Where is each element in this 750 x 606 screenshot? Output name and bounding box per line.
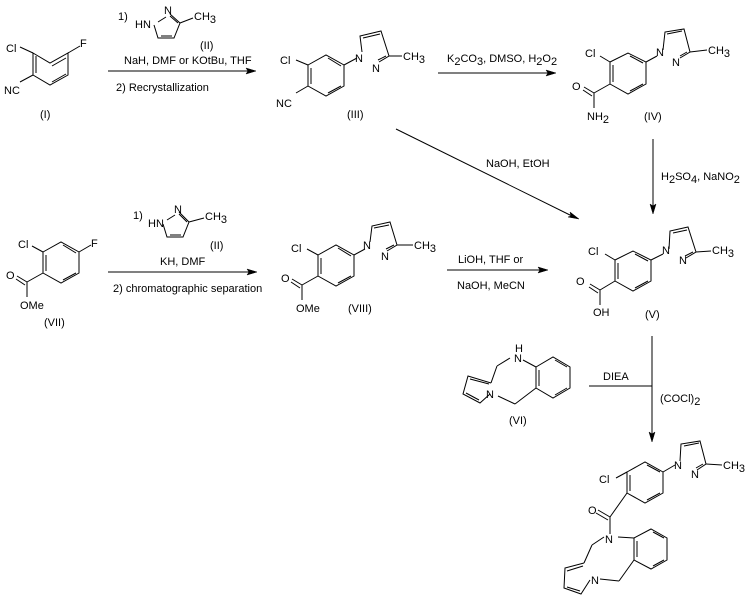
- atom-o: O: [576, 276, 585, 288]
- atom-cl: Cl: [18, 239, 28, 251]
- reaction-arrow-4: H2SO4, NaNO2: [649, 139, 740, 215]
- reaction-arrow-6: LiOH, THF or NaOH, MeCN: [447, 254, 549, 292]
- atom-f: F: [91, 238, 98, 250]
- atom-ome: OMe: [20, 300, 44, 312]
- step-2-label: 2) chromatographic separation: [113, 283, 262, 295]
- compound-V: Cl O OH N N CH3 (V): [576, 226, 734, 321]
- atom-o: O: [6, 270, 15, 282]
- atom-nc: NC: [4, 85, 20, 97]
- step-1-label: 1): [133, 210, 143, 222]
- atom-cl: Cl: [585, 48, 595, 60]
- compound-VI: N H N (VI): [462, 343, 571, 427]
- reaction-arrow-5: 1) HN N CH3 (II) KH, DMF 2) chromatograp…: [108, 204, 262, 295]
- atom-hn: HN: [148, 218, 164, 230]
- step-1-label: 1): [118, 11, 128, 23]
- atom-n: N: [164, 5, 172, 17]
- compound-product: Cl O N N N N CH3: [563, 440, 745, 595]
- atom-n2: N: [672, 57, 680, 69]
- atom-cl: Cl: [588, 246, 598, 258]
- atom-n2: N: [691, 469, 699, 481]
- reaction-conditions: KH, DMF: [160, 256, 206, 268]
- atom-o: O: [281, 273, 290, 285]
- reagent-diea: DIEA: [603, 371, 629, 383]
- compound-label: (VIII): [348, 303, 372, 315]
- compound-label: (IV): [644, 111, 662, 123]
- compound-IV: Cl O NH2 N N CH3 (IV): [572, 28, 730, 126]
- atom-oh: OH: [593, 307, 610, 319]
- atom-n-pyrrole: N: [591, 575, 599, 587]
- atom-n: N: [174, 204, 182, 216]
- reaction-conditions-line-2: NaOH, MeCN: [457, 280, 525, 292]
- reaction-conditions: NaH, DMF or KOtBu, THF: [124, 55, 252, 67]
- compound-III: Cl NC N N CH3 (III): [276, 30, 425, 121]
- reaction-conditions: K2CO3, DMSO, H2O2: [447, 53, 557, 68]
- atom-o: O: [572, 81, 581, 93]
- atom-n2: N: [679, 255, 687, 267]
- compound-II-bottom: HN N CH3 (II): [148, 204, 227, 252]
- atom-ch3: CH3: [723, 460, 745, 475]
- atom-nc: NC: [276, 98, 292, 110]
- atom-n1: N: [662, 245, 670, 257]
- atom-cl: Cl: [599, 474, 609, 486]
- compound-label: (VII): [44, 317, 65, 329]
- atom-nh2: NH2: [587, 111, 609, 126]
- atom-n1: N: [674, 460, 682, 472]
- atom-h: H: [515, 343, 523, 355]
- compound-label: (II): [200, 40, 213, 52]
- compound-label: (V): [645, 309, 660, 321]
- atom-cl: Cl: [280, 55, 290, 67]
- atom-n2: N: [381, 251, 389, 263]
- compound-label: (II): [210, 240, 223, 252]
- reaction-conditions-line-1: LiOH, THF or: [458, 254, 524, 266]
- atom-o: O: [588, 505, 597, 517]
- reaction-conditions: H2SO4, NaNO2: [661, 171, 740, 186]
- compound-VIII: Cl O OMe N N CH3 (VIII): [281, 221, 436, 315]
- atom-n1: N: [363, 240, 371, 252]
- reaction-conditions: NaOH, EtOH: [486, 158, 550, 170]
- benzene-ring: [32, 52, 69, 86]
- compound-label: (I): [40, 109, 50, 121]
- compound-label: (VI): [509, 415, 527, 427]
- atom-cl: Cl: [291, 243, 301, 255]
- atom-ch3: CH3: [194, 11, 216, 26]
- atom-hn: HN: [135, 19, 151, 31]
- reaction-arrow-2: K2CO3, DMSO, H2O2: [438, 53, 557, 77]
- compound-I: Cl F NC (I): [4, 38, 87, 121]
- reaction-arrow-7: DIEA (COCl)2: [589, 336, 700, 443]
- reagent-oxalyl-chloride: (COCl)2: [660, 393, 700, 408]
- atom-n: N: [486, 389, 494, 401]
- compound-VII: Cl F O OMe (VII): [6, 238, 98, 329]
- atom-ch3: CH3: [712, 245, 734, 260]
- atom-n2: N: [372, 63, 380, 75]
- atom-n-amide: N: [605, 534, 613, 546]
- atom-cl: Cl: [6, 43, 16, 55]
- atom-n1: N: [656, 47, 664, 59]
- arrow-head: [245, 67, 257, 75]
- reaction-arrow-3: NaOH, EtOH: [395, 128, 580, 220]
- atom-ch3: CH3: [708, 45, 730, 60]
- compound-II-top: HN N CH3 (II): [135, 5, 216, 52]
- atom-ch3: CH3: [414, 240, 436, 255]
- reaction-arrow-1: 1) HN N CH3 (II) NaH, DMF or KOtBu, THF …: [108, 5, 257, 94]
- atom-ome: OMe: [296, 303, 320, 315]
- atom-n1: N: [355, 53, 363, 65]
- atom-ch3: CH3: [205, 211, 227, 226]
- atom-ch3: CH3: [403, 51, 425, 66]
- step-2-label: 2) Recrystallization: [116, 82, 209, 94]
- atom-nh: N: [514, 353, 522, 365]
- atom-f: F: [80, 38, 87, 50]
- compound-label: (III): [347, 109, 364, 121]
